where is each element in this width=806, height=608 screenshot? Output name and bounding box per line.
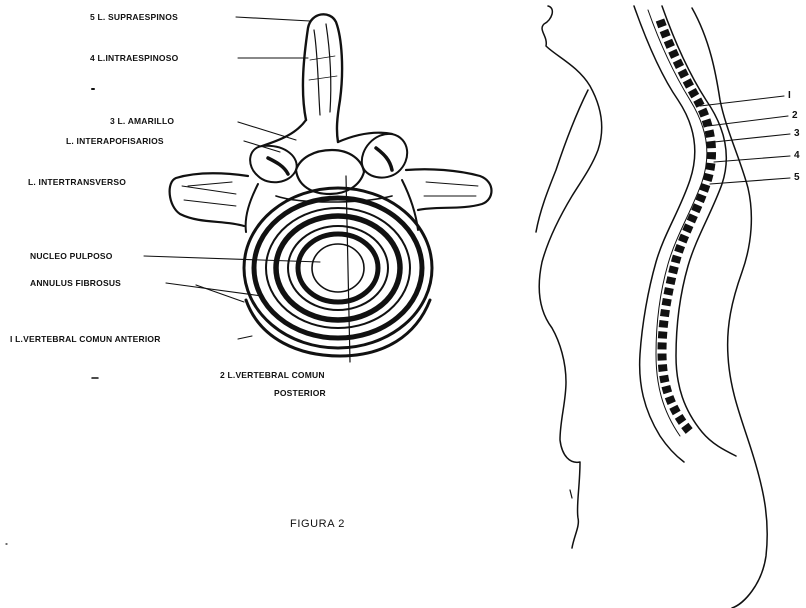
spine-number-1: I: [788, 90, 791, 101]
spine-number-3: 3: [794, 128, 800, 139]
spine-leader-lines: [700, 96, 790, 184]
label-ligamento-vertebral-anterior: I L.VERTEBRAL COMUN ANTERIOR: [10, 334, 161, 344]
label-annulus-fibrosus: ANNULUS FIBROSUS: [30, 278, 121, 288]
label-ligamento-intertransverso: L. INTERTRANSVERSO: [28, 177, 126, 187]
leader-lines: [144, 17, 320, 339]
vertebra-drawing: [170, 14, 492, 362]
label-ligamento-supraespinoso: 5 L. SUPRAESPINOS: [90, 12, 178, 22]
spine-number-5: 5: [794, 172, 800, 183]
figure-caption: FIGURA 2: [290, 518, 345, 530]
intervertebral-disc: [244, 188, 432, 356]
label-nucleo-pulposo: NUCLEO PULPOSO: [30, 251, 113, 261]
label-ligamento-vertebral-posterior: 2 L.VERTEBRAL COMUN: [220, 370, 325, 380]
nucleus-pulposus: [312, 244, 364, 292]
label-ligamento-vertebral-posterior-line2: POSTERIOR: [274, 388, 326, 398]
spine-number-4: 4: [794, 150, 800, 161]
label-ligamentos-interapofisarios: L. INTERAPOFISARIOS: [66, 136, 164, 146]
label-ligamento-amarillo: 3 L. AMARILLO: [110, 116, 174, 126]
label-ligamento-intraespinoso: 4 L.INTRAESPINOSO: [90, 53, 178, 63]
spine-number-2: 2: [792, 110, 798, 121]
body-silhouette: [536, 6, 767, 608]
